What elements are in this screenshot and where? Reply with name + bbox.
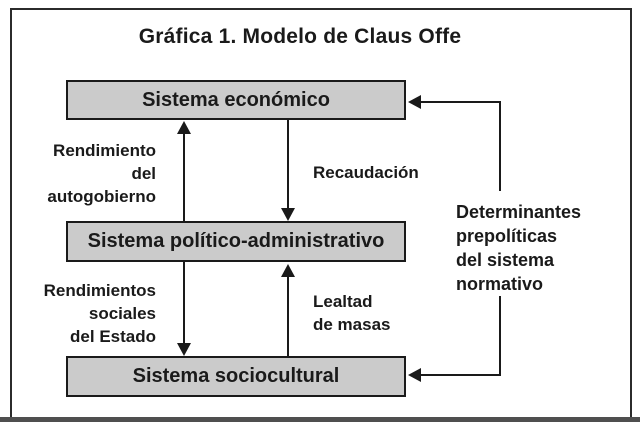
node-sistema-sociocultural: Sistema sociocultural: [66, 356, 406, 397]
edge-label-lealtad-de-masas: Lealtad de masas: [313, 292, 391, 334]
connector-determinantes-top-line: [421, 101, 501, 103]
node-sistema-economico: Sistema económico: [66, 80, 406, 120]
node-sistema-sociocultural-label: Sistema sociocultural: [132, 365, 340, 387]
connector-determinantes-bottom-line: [421, 374, 501, 376]
connector-rendimientos-sociales-line: [183, 262, 185, 343]
arrowhead-up-icon: [177, 121, 191, 134]
node-sistema-politico-administrativo-label: Sistema político-administrativo: [87, 230, 385, 252]
page-edge-shadow: [0, 417, 640, 422]
connector-rendimiento-line: [183, 132, 185, 221]
edge-label-rendimientos-sociales-del-estado: Rendimientos sociales del Estado: [43, 281, 156, 346]
arrowhead-left-icon: [408, 95, 421, 109]
arrowhead-down-icon: [281, 208, 295, 221]
figure-title: Gráfica 1. Modelo de Claus Offe: [138, 25, 462, 48]
connector-determinantes-lower-vline: [499, 296, 501, 375]
arrowhead-left-icon: [408, 368, 421, 382]
connector-recaudacion-line: [287, 120, 289, 208]
node-sistema-politico-administrativo: Sistema político-administrativo: [66, 221, 406, 262]
connector-determinantes-upper-vline: [499, 101, 501, 191]
edge-label-determinantes-prepoliticas: Determinantes prepolíticas del sistema n…: [456, 202, 582, 294]
edge-label-rendimiento-del-autogobierno: Rendimiento del autogobierno: [47, 141, 156, 206]
figure-frame: [10, 8, 632, 420]
arrowhead-up-icon: [281, 264, 295, 277]
connector-lealtad-line: [287, 275, 289, 356]
node-sistema-economico-label: Sistema económico: [142, 88, 330, 111]
arrowhead-down-icon: [177, 343, 191, 356]
edge-label-recaudacion: Recaudación: [313, 163, 419, 182]
